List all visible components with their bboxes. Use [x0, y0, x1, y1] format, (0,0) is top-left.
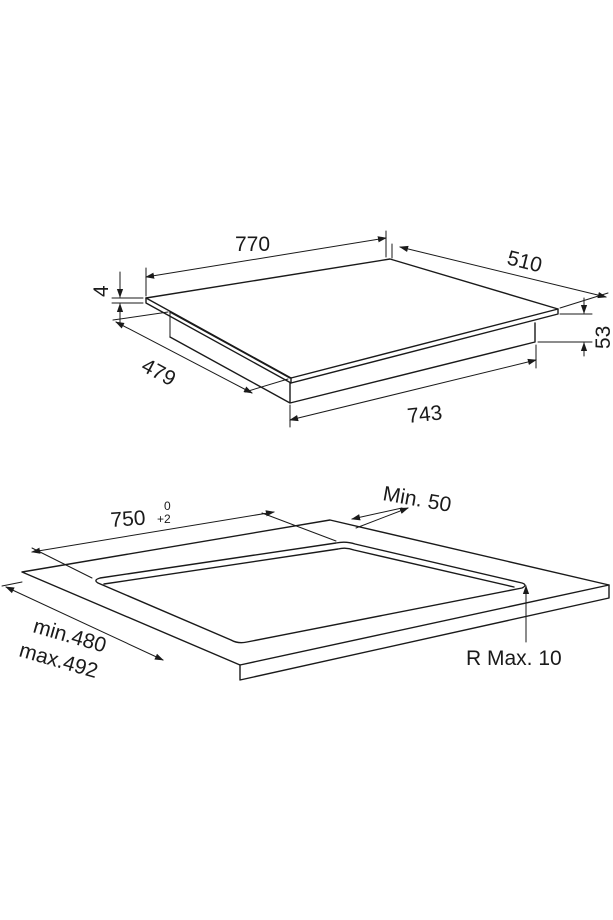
dim-510-line	[399, 245, 607, 299]
dim-479-extension-top	[112, 311, 169, 321]
dim-min50-label: Min. 50	[381, 482, 453, 517]
dim-479-label: 479	[138, 354, 180, 391]
cutout-opening	[95, 541, 526, 644]
dim-770-line	[145, 236, 387, 279]
dim-743-label: 743	[406, 401, 443, 428]
dim-750-extension-left	[31, 547, 93, 579]
dim-53-label: 53	[592, 326, 613, 349]
cutout-drawing: 750 0 +2 Min. 50 min.480 max.492 R Max. …	[1, 482, 610, 683]
dim-depth-line	[5, 586, 164, 661]
dim-743-line	[289, 358, 537, 422]
dim-750-label: 750	[110, 507, 147, 532]
hob-glass-top	[145, 258, 559, 379]
dim-750-tol-upper: 0	[164, 499, 171, 513]
worktop-top	[21, 519, 610, 666]
dim-770-label: 770	[235, 233, 270, 256]
dim-750-extension-right	[261, 512, 337, 542]
dim-750-tol-lower: +2	[157, 512, 171, 526]
worktop-edge	[239, 584, 610, 681]
hob-body	[169, 311, 536, 404]
dim-479-line	[115, 321, 253, 394]
dim-510-label: 510	[505, 247, 545, 278]
dim-4-label: 4	[90, 285, 113, 297]
dim-min50-line-2	[351, 507, 403, 521]
radius-label: R Max. 10	[466, 647, 562, 670]
dim-min50-line	[355, 507, 409, 529]
dim-750-line	[31, 510, 275, 554]
dim-depth-extension	[1, 581, 23, 587]
hob-drawing: 770 510 4 53 479 743	[90, 230, 613, 428]
cutout-inner-edge	[103, 547, 515, 588]
